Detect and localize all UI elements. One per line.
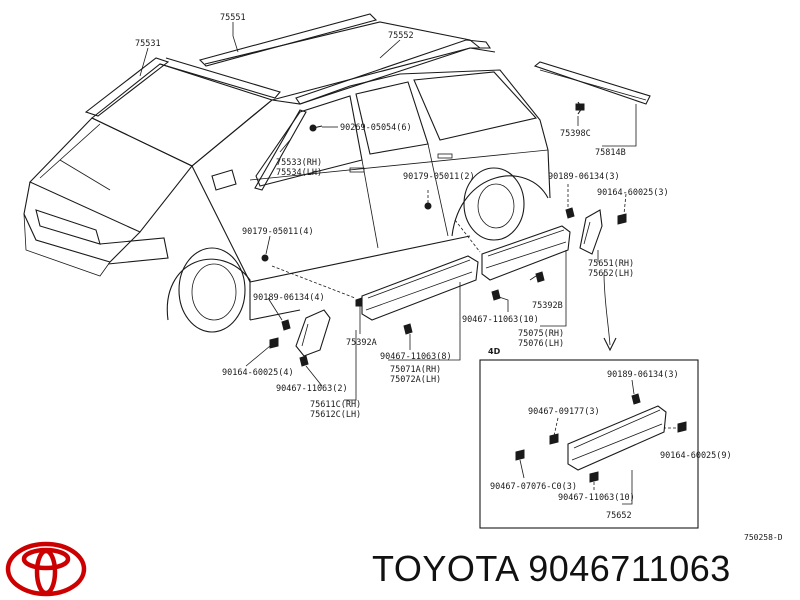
callout-label: 90189-06134(4) xyxy=(253,293,325,303)
callout-label: 90467-11063(2) xyxy=(276,384,348,394)
callout-label: 75392A xyxy=(346,338,377,348)
inset-label: 4D xyxy=(488,347,501,356)
callout-label: 75075(RH) xyxy=(518,329,564,339)
van-illustration xyxy=(23,13,551,333)
callout-label: 75076(LH) xyxy=(518,339,564,349)
callout-label: 75071A(RH) xyxy=(390,365,441,375)
callout-label: 90467-07076-C0(3) xyxy=(490,482,577,492)
callout-label: 75552 xyxy=(388,31,414,41)
callout-label: 75814B xyxy=(595,148,626,158)
moulding-75075 xyxy=(481,225,571,281)
callout-label: 75533(RH) xyxy=(276,158,322,168)
callout-label: 90467-09177(3) xyxy=(528,407,600,417)
callout-label: 90467-11063(8) xyxy=(380,352,452,362)
callout-label: 75398C xyxy=(560,129,591,139)
callout-label: 90179-05011(4) xyxy=(242,227,314,237)
callout-label: 90164-60025(9) xyxy=(660,451,732,461)
callout-label: 75531 xyxy=(135,39,161,49)
callout-label: 75652 xyxy=(606,511,632,521)
diagram-code: 750258-D xyxy=(744,533,783,542)
callout-labels: 75551 75531 75552 75398C 75814B 90269-05… xyxy=(135,13,783,542)
callout-label: 90179-05011(2) xyxy=(403,172,475,182)
mudguard-75651 xyxy=(579,209,603,255)
leader-lines xyxy=(139,22,637,401)
fasteners xyxy=(269,207,627,367)
mudguard-75611c xyxy=(295,309,331,357)
inset-4d xyxy=(479,359,699,529)
callout-label: 75392B xyxy=(532,301,563,311)
callout-label: 75551 xyxy=(220,13,246,23)
callout-label: 75534(LH) xyxy=(276,168,322,178)
callout-label: 90164-60025(4) xyxy=(222,368,294,378)
moulding-75071a xyxy=(361,255,479,321)
moulding-75814b xyxy=(533,61,651,115)
callout-label: 75651(RH) xyxy=(588,259,634,269)
callout-label: 90189-06134(3) xyxy=(548,172,620,182)
callout-label: 90467-11063(10) xyxy=(462,315,539,325)
part-number: 9046711063 xyxy=(528,548,731,589)
callout-label: 90189-06134(3) xyxy=(607,370,679,380)
brand-name: TOYOTA xyxy=(372,548,518,589)
toyota-logo-icon xyxy=(5,541,87,597)
callout-label: 90467-11063(10) xyxy=(558,493,635,503)
callout-label: 75072A(LH) xyxy=(390,375,441,385)
brand-part-number: TOYOTA 9046711063 xyxy=(372,548,731,590)
callout-label: 90164-60025(3) xyxy=(597,188,669,198)
callout-label: 75611C(RH) xyxy=(310,400,361,410)
callout-label: 75612C(LH) xyxy=(310,410,361,420)
callout-label: 90269-05054(6) xyxy=(340,123,412,133)
callout-label: 75652(LH) xyxy=(588,269,634,279)
